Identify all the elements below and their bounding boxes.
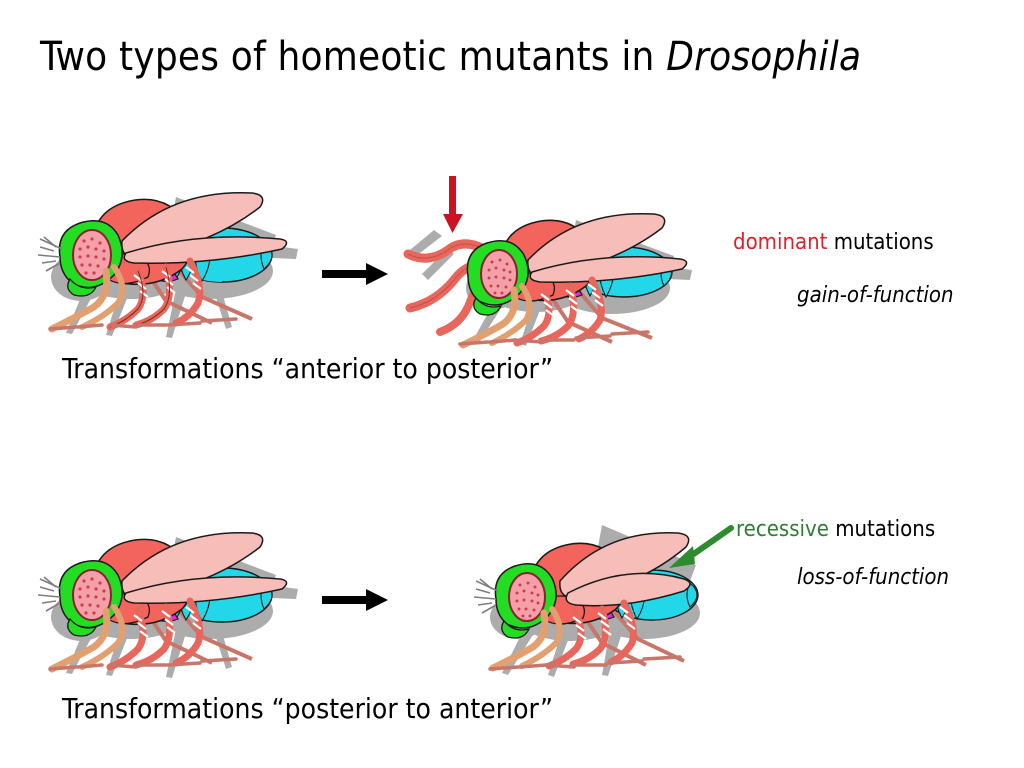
figure-wild-type-fly-top bbox=[22, 163, 312, 343]
ectopic-second-wing-pair bbox=[565, 572, 691, 607]
figure-mutant-fly-antennapedia bbox=[392, 198, 702, 358]
right-arrow-icon bbox=[322, 263, 388, 285]
fly-wings-four bbox=[559, 531, 691, 607]
title-main: Two types of homeotic mutants in bbox=[40, 34, 667, 80]
fly-eye-ommatidia bbox=[515, 581, 540, 618]
page-title: Two types of homeotic mutants in Drosoph… bbox=[40, 34, 1000, 80]
fly-wings bbox=[121, 191, 288, 264]
figure-mutant-fly-bithorax bbox=[448, 503, 728, 683]
caption-posterior-to-anterior: Transformations “posterior to anterior” bbox=[62, 692, 554, 725]
annotation-gain-of-function: gain-of-function bbox=[797, 283, 954, 308]
fly-legs bbox=[488, 599, 682, 672]
fly-legs bbox=[48, 257, 238, 333]
annotation-recessive-keyword: recessive bbox=[736, 517, 829, 542]
fly-aristae-icon bbox=[37, 236, 63, 272]
recessive-pointer-arrow bbox=[663, 524, 735, 572]
wild-type-fly-illustration bbox=[37, 531, 298, 678]
fly-legs bbox=[458, 276, 650, 349]
fly-wings bbox=[527, 212, 688, 283]
fly-eye-ommatidia bbox=[78, 577, 106, 615]
down-arrow-icon bbox=[443, 176, 463, 233]
fly-aristae-icon bbox=[37, 576, 63, 612]
annotation-loss-of-function: loss-of-function bbox=[797, 565, 950, 590]
fly-wings bbox=[121, 531, 288, 604]
fly-leg-stripes bbox=[540, 283, 604, 317]
antennapedia-mutant-illustration bbox=[403, 212, 692, 349]
title-species: Drosophila bbox=[666, 34, 862, 80]
annotation-dominant-suffix: mutations bbox=[827, 230, 934, 255]
dominant-pointer-arrow bbox=[441, 176, 465, 234]
annotation-dominant-keyword: dominant bbox=[733, 230, 828, 255]
fly-aristae-icon bbox=[473, 578, 499, 614]
transformation-arrow-bottom bbox=[322, 584, 390, 618]
transformation-arrow-top bbox=[322, 258, 390, 292]
fly-legs bbox=[48, 597, 238, 673]
fly-head bbox=[58, 560, 123, 637]
annotation-recessive-suffix: mutations bbox=[828, 517, 936, 542]
annotation-dominant-mutations: dominant mutations bbox=[733, 230, 934, 255]
figure-wild-type-fly-bottom bbox=[22, 503, 312, 683]
down-left-arrow-icon bbox=[669, 525, 734, 568]
fly-leg-stripes bbox=[572, 606, 636, 640]
fly-leg-stripes bbox=[133, 606, 202, 638]
bithorax-mutant-illustration bbox=[473, 525, 700, 677]
fly-eye-ommatidia bbox=[487, 258, 512, 295]
right-arrow-icon bbox=[322, 589, 388, 611]
fly-eye-ommatidia bbox=[78, 237, 106, 275]
annotation-recessive-mutations: recessive mutations bbox=[736, 517, 935, 542]
caption-anterior-to-posterior: Transformations “anterior to posterior” bbox=[62, 352, 554, 385]
wild-type-fly-illustration bbox=[37, 191, 298, 338]
